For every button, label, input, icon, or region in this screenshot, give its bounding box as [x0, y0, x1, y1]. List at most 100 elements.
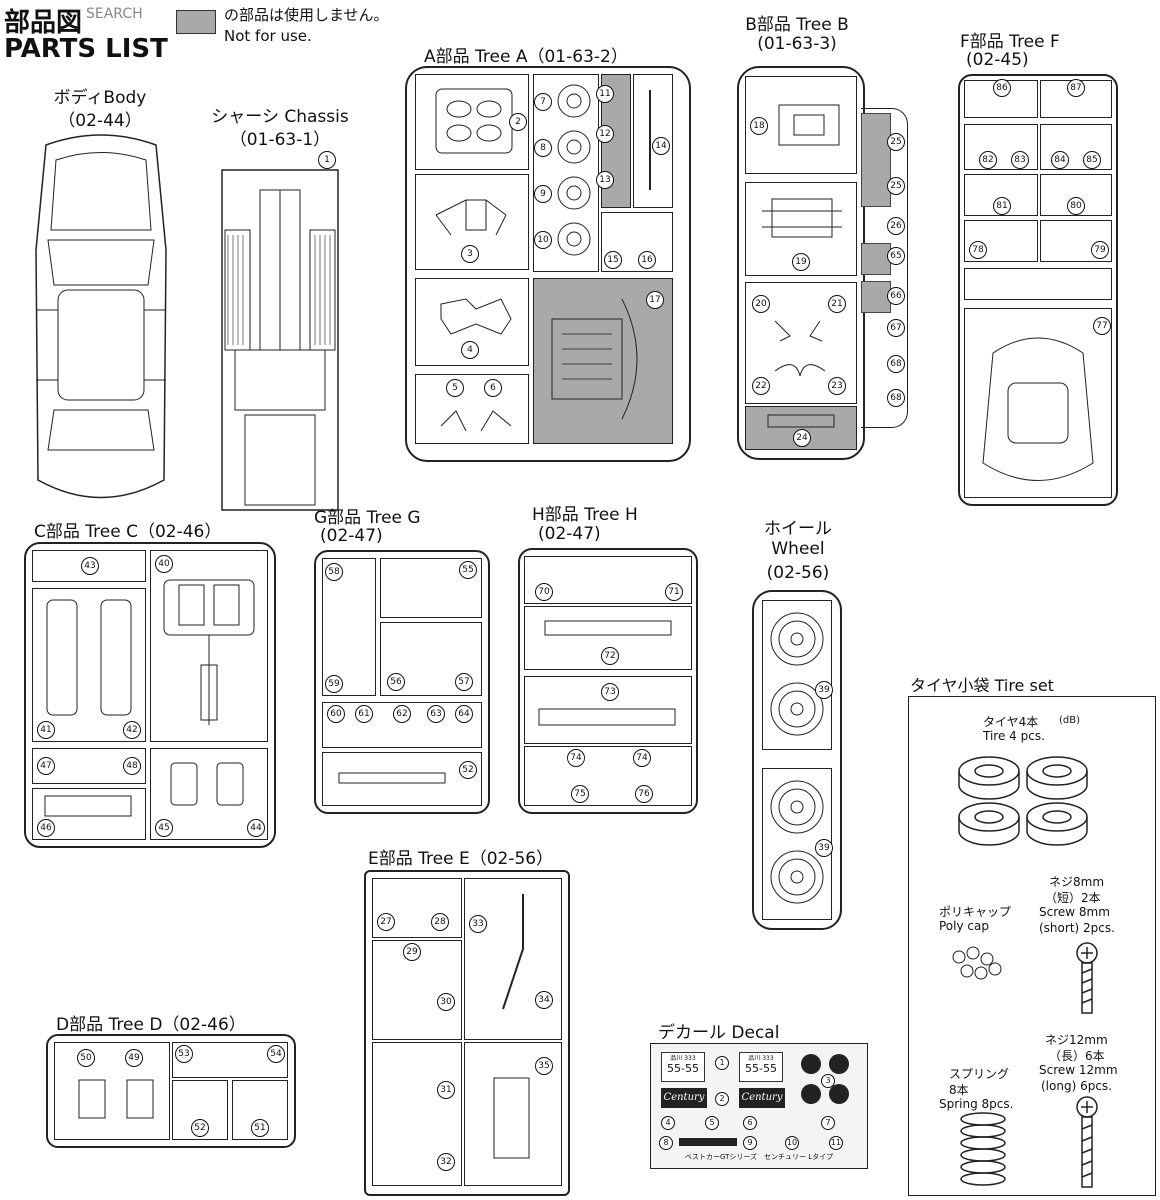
body-drawing	[35, 134, 167, 499]
tree-g-cell: 52	[322, 752, 482, 806]
part-number: 26	[887, 217, 905, 235]
tree-e-cell: 35	[464, 1042, 562, 1186]
decal-label: デカール Decal	[658, 1023, 780, 1043]
watermark: SEARCH	[86, 6, 143, 22]
part-number: 7	[821, 1116, 835, 1130]
tree-a-cell: 3	[415, 174, 529, 270]
arm-drawing	[440, 298, 512, 335]
decal-stripe	[679, 1138, 737, 1146]
tree-b-cell: 20 21 22 23	[745, 282, 857, 404]
part-number: 33	[469, 915, 487, 933]
part-number: 84	[1051, 151, 1069, 169]
part-number: 77	[1093, 317, 1111, 335]
brand-emblem: Century	[739, 1088, 785, 1108]
part-number: 32	[437, 1153, 455, 1171]
tree-f-cell: 81	[964, 174, 1038, 216]
part-number: 29	[403, 943, 421, 961]
tree-a-cell: 7 8 9 10	[533, 74, 599, 272]
part-number: 11	[596, 85, 614, 103]
screw8-jp2: （短）2本	[1045, 891, 1101, 905]
screw12-en2: (long) 6pcs.	[1041, 1079, 1112, 1093]
part-number: 52	[459, 761, 477, 779]
tree-a-cell: 5 6	[415, 374, 529, 444]
part-number: 42	[123, 721, 141, 739]
part-number: 14	[652, 137, 670, 155]
part-number: 79	[1091, 241, 1109, 259]
tree-g-cell: 60 61 62 63 64	[322, 702, 482, 748]
part-number: 82	[979, 151, 997, 169]
part-number: 62	[393, 705, 411, 723]
part-number: 50	[77, 1049, 95, 1067]
tree-f-cell: 87	[1040, 79, 1112, 118]
tree-c-label: C部品 Tree C（02-46）	[34, 522, 222, 542]
seats-drawing	[170, 762, 244, 806]
part-number: 52	[191, 1119, 209, 1137]
part-number: 63	[427, 705, 445, 723]
part-number: 8	[534, 139, 552, 157]
tree-a-cell: 14	[633, 74, 673, 208]
tree-h-cell: 74 74 75 76	[524, 746, 692, 806]
tree-g-code: (02-47)	[320, 526, 383, 546]
decal-sheet: 品川 333 55-55 品川 333 55-55 1 Century Cent…	[650, 1043, 868, 1169]
part-number: 5	[446, 379, 464, 397]
part-number: 57	[455, 673, 473, 691]
part-number: 72	[601, 647, 619, 665]
tree-b-cell-unused: 24	[745, 406, 857, 450]
legend-en: Not for use.	[224, 27, 312, 45]
bar-drawing	[767, 414, 835, 428]
interior-tub-drawing	[163, 579, 255, 725]
tree-d-cell: 51	[232, 1080, 288, 1140]
screw12-jp2: （長）6本	[1049, 1049, 1105, 1063]
tire-db: (dB)	[1059, 715, 1081, 726]
part-number: 65	[887, 247, 905, 265]
tree-g-label: G部品 Tree G	[314, 508, 421, 528]
part-number: 9	[534, 185, 552, 203]
part-number: 54	[267, 1045, 285, 1063]
dashboard-drawing	[44, 795, 132, 817]
tree-f-cell: 84 85	[1040, 124, 1112, 170]
tree-c-cell: 46	[32, 788, 146, 840]
wheel-label-en: Wheel	[771, 539, 825, 559]
tree-g-cell: 55	[380, 558, 482, 618]
tree-a-label: A部品 Tree A（01-63-2）	[424, 47, 628, 67]
wheel-code: (02-56)	[766, 563, 830, 583]
tree-e-cell: 31 32	[372, 1042, 462, 1186]
part-number: 4	[661, 1116, 675, 1130]
polycaps-drawing	[952, 946, 1002, 980]
screw12-jp: ネジ12mm	[1045, 1033, 1108, 1047]
tree-a-cell: 4	[415, 278, 529, 366]
part-number: 39	[815, 839, 833, 857]
part-number: 49	[125, 1049, 143, 1067]
plate-top-text: 品川 333	[670, 1055, 696, 1062]
tree-a-cell: 2	[415, 74, 529, 170]
part-number: 1	[715, 1056, 729, 1070]
body-code: （02-44）	[58, 111, 142, 131]
tree-a-cell: 15 16	[601, 212, 673, 272]
part-number: 31	[437, 1081, 455, 1099]
frame-part-drawing	[778, 104, 840, 146]
polycap-en: Poly cap	[939, 919, 989, 933]
wheels-drawing	[770, 780, 824, 904]
part-number: 87	[1067, 79, 1085, 97]
tree-d-cell: 52	[172, 1080, 228, 1140]
wheel-frame: 39 39	[752, 590, 842, 930]
tire-label-jp: タイヤ4本	[983, 715, 1039, 729]
page-title-en: PARTS LIST	[4, 34, 168, 64]
emblem-badges-drawing	[801, 1054, 849, 1104]
tree-a-cell-unused: 17	[533, 278, 673, 444]
part-number: 2	[715, 1092, 729, 1106]
part-number: 51	[251, 1119, 269, 1137]
page-title-jp: 部品図	[4, 8, 83, 38]
tree-c-cell: 47 48	[32, 748, 146, 784]
legend-jp: の部品は使用しません。	[224, 6, 389, 24]
part-number: 16	[638, 251, 656, 269]
part-number: 55	[459, 561, 477, 579]
brand-emblem: Century	[661, 1088, 707, 1108]
tree-g-frame: 58 59 55 56 57 60 61 62 63 64 52	[314, 550, 490, 814]
tree-c-cell: 40	[150, 550, 268, 742]
bracket-drawing	[440, 410, 512, 432]
brake-discs-drawing	[557, 84, 591, 256]
tires-drawing	[958, 756, 1088, 846]
screw12-en: Screw 12mm	[1039, 1063, 1118, 1077]
grille-drawing	[538, 708, 676, 726]
